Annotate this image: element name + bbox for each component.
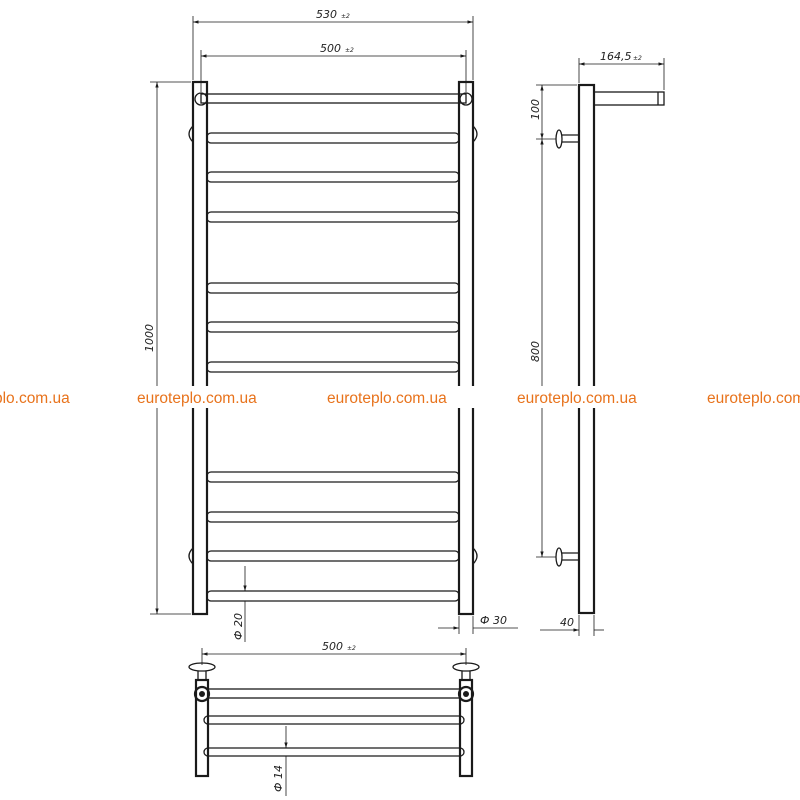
dim-inner-width: 500 bbox=[320, 42, 341, 55]
top-view-bar bbox=[203, 747, 465, 757]
dim-depth: 164,5 bbox=[600, 50, 632, 63]
rung bbox=[206, 590, 460, 602]
watermark-text: euroteplo.com.ua bbox=[327, 390, 447, 407]
top-mount-right bbox=[452, 662, 480, 703]
rung bbox=[206, 132, 460, 144]
top-view-bar bbox=[203, 715, 465, 725]
dim-top-bar-diameter: Ф 14 bbox=[272, 765, 285, 792]
rung bbox=[206, 282, 460, 294]
rung bbox=[206, 361, 460, 373]
front-view: 530 ±2 500 ±2 1000 Ф 30 Ф 20 bbox=[143, 8, 518, 642]
left-upright-pipe bbox=[191, 80, 209, 616]
dim-inner-width-tol: ±2 bbox=[345, 47, 354, 54]
rung bbox=[206, 171, 460, 183]
dim-wall-offset: 40 bbox=[560, 616, 574, 629]
dim-center-distance: 800 bbox=[529, 341, 542, 362]
top-mount-left bbox=[188, 662, 216, 703]
rung bbox=[206, 511, 460, 523]
right-upright-pipe bbox=[457, 80, 475, 616]
watermark-text: euroteplo.com.ua bbox=[517, 390, 637, 407]
dim-top-view-width-tol: ±2 bbox=[347, 645, 356, 652]
rung bbox=[206, 321, 460, 333]
rung bbox=[206, 211, 460, 223]
top-bar bbox=[200, 93, 467, 104]
mount-left-top bbox=[188, 125, 194, 143]
watermark-text: euroteplo.com.ua bbox=[137, 390, 257, 407]
top-bar-right-cap bbox=[459, 92, 473, 106]
side-top-bar bbox=[593, 91, 665, 106]
top-view: 500 ±2 Ф 14 bbox=[188, 640, 480, 796]
dim-pipe-diameter: Ф 30 bbox=[480, 614, 507, 627]
dim-top-offset: 100 bbox=[529, 99, 542, 120]
top-left-pipe bbox=[194, 678, 210, 778]
side-upright bbox=[577, 83, 596, 615]
watermark-text: euroteplo.com.ua bbox=[0, 390, 70, 407]
top-view-bar bbox=[207, 688, 461, 699]
side-view: 164,5 ±2 100 800 40 bbox=[529, 50, 665, 636]
mount-right-bottom bbox=[472, 547, 478, 565]
rung bbox=[206, 471, 460, 483]
dim-overall-width: 530 bbox=[316, 8, 337, 21]
watermark-text: euroteplo.com.ua bbox=[707, 390, 800, 407]
watermark: euroteplo.com.ua euroteplo.com.ua eurote… bbox=[0, 386, 800, 408]
dim-top-view-width: 500 bbox=[322, 640, 343, 653]
wall-bracket-top bbox=[555, 129, 579, 149]
rungs bbox=[206, 132, 460, 602]
dim-overall-width-tol: ±2 bbox=[341, 13, 350, 20]
mount-left-bottom bbox=[188, 547, 194, 565]
mount-right-top bbox=[472, 125, 478, 143]
wall-bracket-bottom bbox=[555, 547, 579, 567]
top-bar-left-cap bbox=[194, 92, 208, 106]
dim-height: 1000 bbox=[143, 324, 156, 352]
dim-depth-tol: ±2 bbox=[633, 55, 642, 62]
dim-bar-diameter: Ф 20 bbox=[232, 613, 245, 640]
top-right-pipe bbox=[458, 678, 474, 778]
rung bbox=[206, 550, 460, 562]
